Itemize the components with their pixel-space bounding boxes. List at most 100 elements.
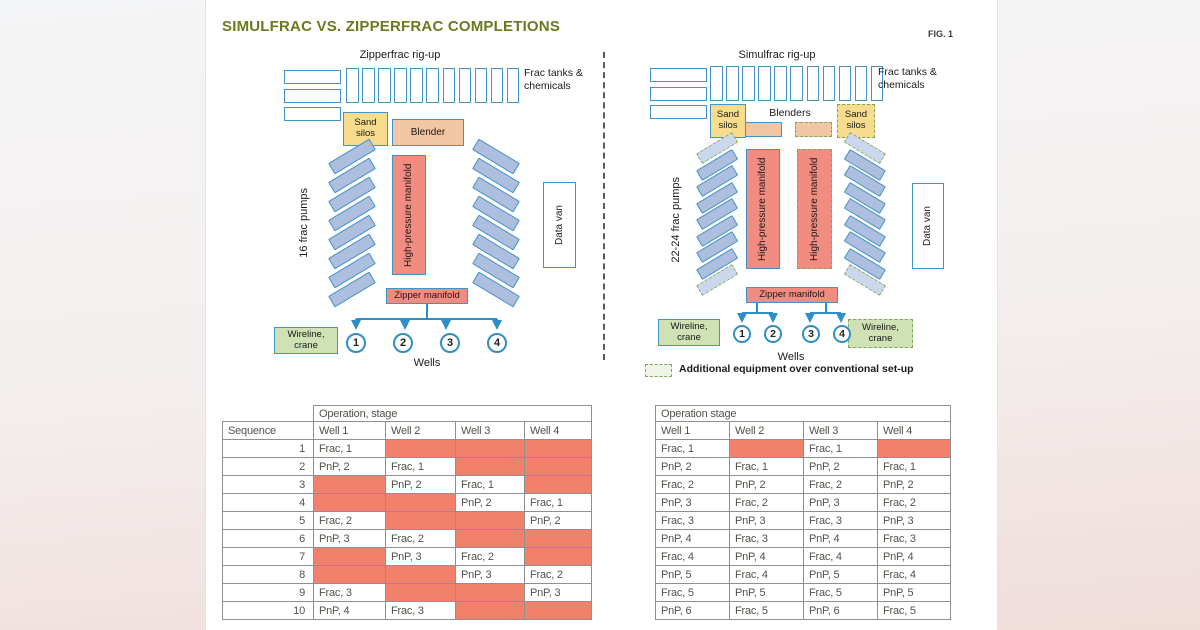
- table-cell: PnP, 2: [803, 457, 878, 476]
- table-cell: PnP, 2: [523, 511, 593, 530]
- active-operation-cell: [385, 439, 456, 458]
- table-cell: Frac, 2: [729, 493, 804, 512]
- panel-divider: [603, 52, 605, 360]
- active-operation-cell: [523, 601, 593, 620]
- frac-tank: [284, 88, 341, 103]
- zipper-manifold-box: Zipper manifold: [746, 287, 838, 303]
- wireline-crane-box-additional: Wireline, crane: [848, 319, 913, 348]
- table-cell: 9: [222, 583, 314, 602]
- table-cell: PnP, 4: [655, 529, 730, 548]
- frac-tanks-label: Frac tanks & chemicals: [878, 66, 937, 92]
- table-cell: PnP, 2: [313, 457, 386, 476]
- wireline-crane-box: Wireline, crane: [274, 327, 338, 354]
- table-cell: PnP, 5: [729, 583, 804, 602]
- table-cell: 4: [222, 493, 314, 512]
- table-cell: Frac, 1: [523, 493, 593, 512]
- pump-bank-right: [472, 138, 520, 308]
- table-cell: Frac, 2: [655, 475, 730, 494]
- frac-tank: [346, 68, 359, 103]
- active-operation-cell: [385, 511, 456, 530]
- table-cell: Frac, 1: [876, 457, 952, 476]
- active-operation-cell: [523, 475, 593, 494]
- frac-tank: [442, 68, 456, 103]
- table-cell: 6: [222, 529, 314, 548]
- frac-tanks-vertical: [346, 68, 523, 103]
- frac-tank: [742, 66, 755, 101]
- frac-tank: [458, 68, 472, 103]
- table-cell: Sequence: [222, 421, 314, 440]
- frac-tank: [870, 66, 884, 101]
- table-cell: PnP, 2: [655, 457, 730, 476]
- well-4: 4: [833, 325, 851, 343]
- frac-tank: [394, 68, 407, 103]
- frac-tank: [474, 68, 488, 103]
- active-operation-cell: [729, 439, 804, 458]
- table-cell: PnP, 4: [313, 601, 386, 620]
- frac-tank: [426, 68, 439, 103]
- table-cell: Frac, 3: [655, 511, 730, 530]
- wireline-crane-box: Wireline, crane: [658, 319, 720, 346]
- wells-label: Wells: [413, 357, 441, 369]
- table-cell: Frac, 2: [876, 493, 952, 512]
- sand-silos-box-additional: Sand silos: [837, 104, 875, 138]
- well-4: 4: [487, 333, 507, 353]
- active-operation-cell: [523, 547, 593, 566]
- active-operation-cell: [385, 565, 456, 584]
- blender-box-additional: [795, 122, 832, 137]
- frac-pumps-count-label: 16 frac pumps: [297, 187, 310, 258]
- table-cell: Frac, 2: [313, 511, 386, 530]
- table-cell: Frac, 3: [385, 601, 456, 620]
- blender-box: Blender: [392, 119, 464, 146]
- high-pressure-manifold-box-additional: High-pressure manifold: [797, 149, 832, 269]
- blender-box: [745, 122, 782, 137]
- active-operation-cell: [313, 475, 386, 494]
- table-cell: PnP, 4: [876, 547, 952, 566]
- frac-tank: [362, 68, 375, 103]
- table-cell: Well 4: [523, 421, 593, 440]
- well-1: 1: [733, 325, 751, 343]
- table-cell: 3: [222, 475, 314, 494]
- frac-tank: [284, 70, 341, 84]
- frac-tank: [650, 86, 707, 101]
- figure-number: FIG. 1: [928, 29, 954, 39]
- table-cell: [222, 405, 314, 422]
- wells-label: Wells: [777, 351, 805, 363]
- table-cell: 7: [222, 547, 314, 566]
- table-cell: PnP, 6: [655, 601, 730, 620]
- frac-pumps-count-label: 22-24 frac pumps: [669, 177, 682, 263]
- active-operation-cell: [455, 511, 525, 530]
- table-cell: PnP, 3: [655, 493, 730, 512]
- table-cell: Frac, 2: [803, 475, 878, 494]
- zipper-manifold-label: Zipper manifold: [394, 289, 460, 301]
- active-operation-cell: [385, 493, 456, 512]
- well-2: 2: [764, 325, 782, 343]
- table-cell: Well 2: [385, 421, 456, 440]
- table-cell: Operation, stage: [312, 405, 593, 422]
- table-cell: Frac, 5: [729, 601, 804, 620]
- blenders-label: Blenders: [769, 107, 811, 119]
- table-cell: 2: [222, 457, 314, 476]
- table-cell: 10: [222, 601, 314, 620]
- frac-tanks-horizontal: [284, 70, 341, 126]
- frac-tank: [650, 68, 707, 82]
- active-operation-cell: [455, 583, 525, 602]
- table-cell: PnP, 2: [876, 475, 952, 494]
- pump-bank-right: [844, 132, 886, 296]
- table-cell: 1: [222, 439, 314, 458]
- table-cell: Well 1: [655, 421, 730, 440]
- active-operation-cell: [523, 439, 593, 458]
- wireline-crane-label: Wireline, crane: [862, 321, 899, 344]
